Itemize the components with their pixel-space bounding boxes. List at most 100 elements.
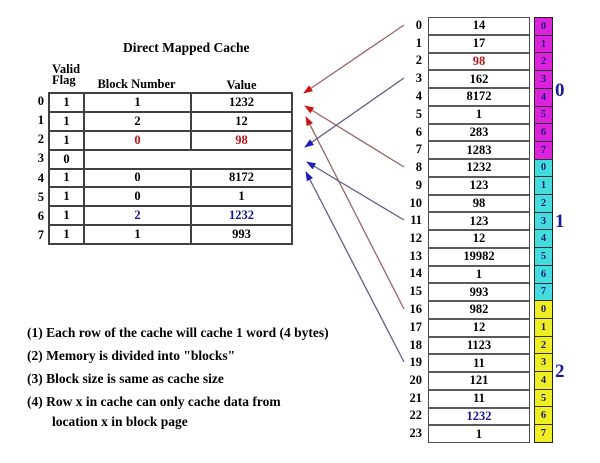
memory-address-label: 16 bbox=[409, 301, 423, 316]
memory-offset-cell: 1 bbox=[535, 177, 552, 196]
memory-value-cell: 993 bbox=[429, 284, 529, 302]
memory-offset-cell: 0 bbox=[535, 301, 552, 319]
memory-address-label: 11 bbox=[410, 213, 422, 228]
cache-value-cell bbox=[192, 151, 291, 168]
memory-offset-cell: 7 bbox=[535, 141, 552, 160]
memory-value-cell: 8172 bbox=[429, 89, 529, 107]
cache-valid-flag-cell: 1 bbox=[50, 94, 85, 111]
cache-block-number-cell: 0 bbox=[85, 131, 192, 149]
cache-header-value: Value bbox=[226, 78, 257, 92]
cache-row-label: 7 bbox=[37, 227, 44, 242]
note-line: (4) Row x in cache can only cache data f… bbox=[27, 394, 281, 409]
memory-address-label: 19 bbox=[409, 355, 423, 370]
block-number-label: 0 bbox=[555, 80, 565, 101]
block-number-label: 1 bbox=[555, 211, 565, 232]
memory-value-cell: 123 bbox=[429, 178, 529, 196]
memory-value-cell: 1 bbox=[475, 426, 483, 441]
memory-address-label: 8 bbox=[415, 159, 422, 174]
memory-value-cell: 17 bbox=[429, 36, 529, 54]
memory-value-cell: 98 bbox=[429, 54, 529, 72]
memory-offset-cell: 6 bbox=[535, 124, 552, 142]
cache-value-cell: 993 bbox=[232, 227, 251, 242]
cache-value-cell: 12 bbox=[235, 113, 248, 128]
memory-offset-cell: 5 bbox=[535, 106, 552, 125]
memory-offset-cell: 4 bbox=[535, 230, 552, 249]
memory-address-label: 0 bbox=[415, 18, 422, 32]
memory-address-label: 4 bbox=[415, 88, 422, 103]
memory-address-label: 23 bbox=[409, 426, 423, 441]
cache-valid-flag-cell: 1 bbox=[50, 131, 85, 149]
memory-offset-cell: 4 bbox=[535, 372, 552, 390]
cache-valid-flag-cell: 1 bbox=[50, 112, 85, 130]
memory-offset-cell: 3 bbox=[535, 212, 552, 231]
memory-address-label: 3 bbox=[415, 71, 422, 86]
memory-value-cell: 1232 bbox=[429, 409, 529, 427]
cache-value-cell: 98 bbox=[235, 132, 248, 147]
cache-valid-flag-cell: 0 bbox=[50, 150, 85, 168]
memory-offset-cell: 7 bbox=[535, 425, 552, 442]
note-line: (1) Each row of the cache will cache 1 w… bbox=[27, 325, 329, 340]
memory-value-cell: 982 bbox=[429, 302, 529, 320]
memory-address-label: 21 bbox=[409, 390, 423, 405]
memory-offset-cell: 3 bbox=[535, 354, 552, 373]
cache-row-label: 0 bbox=[37, 94, 44, 108]
cache-value-cell: 1 bbox=[238, 189, 245, 204]
memory-value-cell: 1 bbox=[429, 267, 529, 285]
page-title: Direct Mapped Cache bbox=[123, 40, 250, 55]
memory-value-cell: 1123 bbox=[429, 338, 529, 356]
memory-address-label: 13 bbox=[409, 248, 423, 263]
memory-address-label: 2 bbox=[415, 53, 422, 68]
memory-address-label: 20 bbox=[409, 373, 423, 387]
memory-offset-cell: 1 bbox=[535, 318, 552, 337]
memory-value-cell: 1232 bbox=[429, 160, 529, 178]
cache-value-cell: 1232 bbox=[229, 94, 254, 109]
memory-value-cell: 162 bbox=[429, 71, 529, 89]
cache-block-number-cell: 1 bbox=[85, 226, 192, 243]
memory-address-label: 6 bbox=[415, 124, 422, 139]
memory-offset-cell: 0 bbox=[535, 18, 552, 36]
cache-table-row: 0 bbox=[50, 150, 291, 170]
memory-value-cell: 1 bbox=[429, 107, 529, 125]
memory-address-label: 12 bbox=[409, 231, 423, 245]
cache-value-cell: 8172 bbox=[229, 170, 254, 185]
memory-value-cell: 1283 bbox=[429, 142, 529, 160]
memory-value-cell: 19982 bbox=[429, 249, 529, 267]
cache-header-valid-flag: Valid Flag bbox=[52, 63, 80, 87]
memory-address-label: 17 bbox=[409, 319, 423, 334]
notes-list: (1) Each row of the cache will cache 1 w… bbox=[27, 324, 389, 436]
note-line: (3) Block size is same as cache size bbox=[27, 371, 224, 386]
note-line: (2) Memory is divided into "blocks" bbox=[27, 348, 236, 363]
cache-block-number-cell: 2 bbox=[85, 112, 192, 130]
memory-offset-cell: 3 bbox=[535, 71, 552, 89]
cache-block-number-cell: 2 bbox=[85, 207, 192, 225]
memory-value-cell: 12 bbox=[429, 231, 529, 249]
memory-address-label: 22 bbox=[409, 408, 423, 423]
cache-row-label: 4 bbox=[37, 170, 44, 185]
block-number-label: 2 bbox=[555, 361, 565, 382]
memory-address-label: 14 bbox=[409, 266, 423, 281]
memory-value-cell: 11 bbox=[429, 355, 529, 373]
memory-address-label: 9 bbox=[415, 177, 422, 192]
memory-address-label: 10 bbox=[409, 195, 423, 210]
memory-address-label: 7 bbox=[415, 142, 422, 157]
memory-value-cell: 283 bbox=[429, 125, 529, 143]
cache-row-label: 5 bbox=[37, 189, 44, 204]
cache-value-cell: 1232 bbox=[229, 208, 254, 223]
memory-offset-cell: 2 bbox=[535, 336, 552, 355]
memory-offset-cell: 5 bbox=[535, 248, 552, 266]
memory-address-label: 1 bbox=[415, 35, 422, 50]
cache-valid-flag-cell: 1 bbox=[50, 169, 85, 187]
memory-offset-cell: 4 bbox=[535, 88, 552, 107]
cache-header-valid-line2: Flag bbox=[52, 73, 76, 87]
cache-block-number-cell: 1 bbox=[85, 94, 192, 111]
